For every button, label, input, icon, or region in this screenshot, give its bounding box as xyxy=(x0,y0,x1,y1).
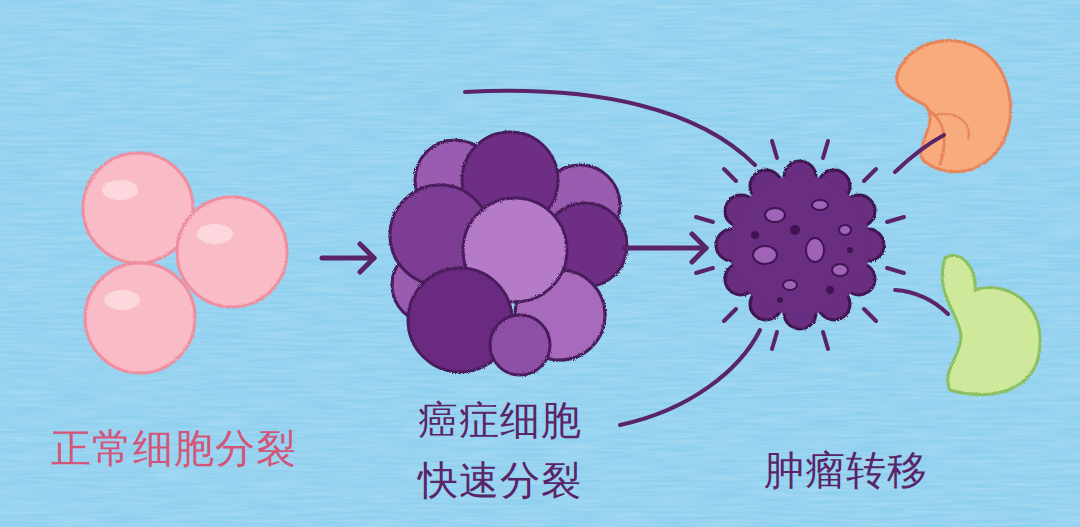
stage-label: 正常细胞分裂 xyxy=(30,418,318,478)
stage-node: 正常细胞分裂 xyxy=(30,140,318,480)
cancer-cells xyxy=(390,132,627,375)
stage-label: 肿瘤转移 xyxy=(712,440,980,500)
spread-lines xyxy=(465,91,948,425)
stage-node: 癌症细胞 快速分裂 xyxy=(380,130,620,510)
tumor xyxy=(696,141,904,349)
normal-cells xyxy=(83,153,287,373)
stage-node: 肿瘤转移 xyxy=(712,150,980,500)
gallbladder xyxy=(942,255,1040,394)
stage-label: 癌症细胞 快速分裂 xyxy=(408,390,592,510)
flow-arrow xyxy=(624,234,706,262)
kidney xyxy=(897,41,1011,172)
flow-arrow xyxy=(322,244,374,272)
